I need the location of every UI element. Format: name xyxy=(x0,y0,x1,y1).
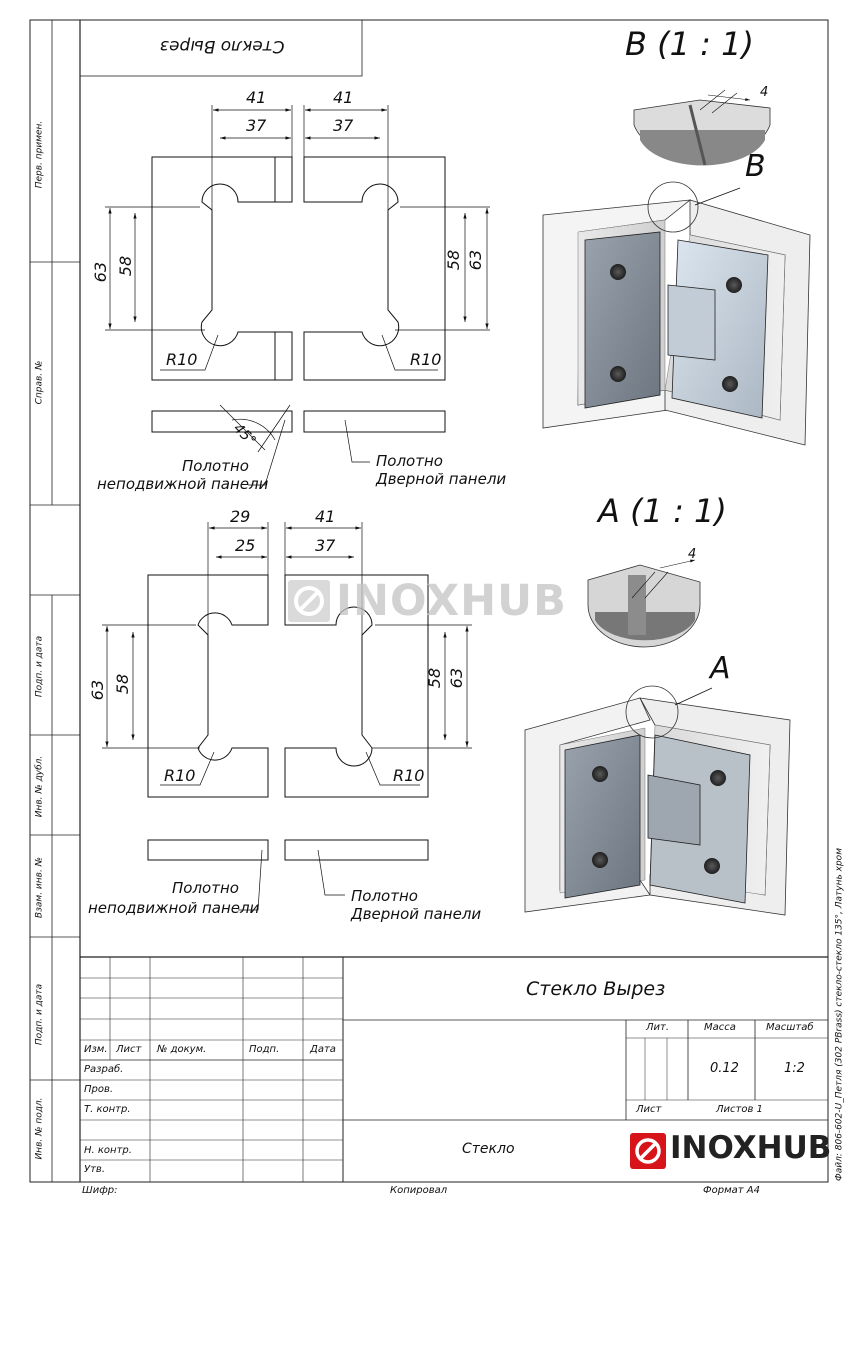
doc-title: Стекло Вырез xyxy=(526,978,666,1000)
label-bottom-fixed-1: Полотно xyxy=(172,879,239,897)
label-bottom-fixed-2: неподвижной панели xyxy=(88,899,260,917)
footer-format: Формат А4 xyxy=(703,1185,760,1196)
sheet-label: Лист xyxy=(636,1104,662,1115)
dim-top-right-r10: R10 xyxy=(410,350,442,369)
hinge-3d-top xyxy=(542,181,811,446)
footer-shifr: Шифр: xyxy=(82,1185,118,1196)
top-flat-drawing xyxy=(151,156,446,433)
view-a-callout: A xyxy=(710,651,731,686)
watermark-logo xyxy=(288,580,330,622)
footer-kopiroval: Копировал xyxy=(390,1185,448,1196)
stamp-podp-data-2: Подп. и дата xyxy=(34,983,45,1046)
dim-bottom-right-37: 37 xyxy=(315,536,336,555)
massa-value: 0.12 xyxy=(710,1061,739,1076)
top-dimension-lines xyxy=(105,105,490,486)
file-note: Файл: 806-602-U_Петля (302 PBrass) стекл… xyxy=(834,848,845,1181)
dim-top-left-41: 41 xyxy=(246,88,267,107)
material: Стекло xyxy=(462,1141,515,1157)
sheets-total: Листов 1 xyxy=(716,1104,763,1115)
dim-top-right-58: 58 xyxy=(444,249,463,271)
title-block-lines xyxy=(80,956,828,1182)
col-masshtab: Масштаб xyxy=(766,1022,814,1033)
dim-top-left-r10: R10 xyxy=(166,350,198,369)
outer-frame xyxy=(29,19,829,1183)
dim-bottom-right-41: 41 xyxy=(315,507,336,526)
watermark-text: INOXHUB xyxy=(336,576,567,626)
row-t-kontr: Т. контр. xyxy=(84,1104,131,1115)
label-bottom-door-1: Полотно xyxy=(351,887,418,905)
detail-a-view xyxy=(587,559,701,648)
col-massa: Масса xyxy=(704,1022,736,1033)
dim-top-right-41: 41 xyxy=(333,88,354,107)
stamp-vzam-inv: Взам. инв. № xyxy=(34,856,45,919)
col-lit: Лит. xyxy=(646,1022,670,1033)
stamp-perv-primen: Перв. примен. xyxy=(34,120,45,189)
bottom-flat-drawing xyxy=(147,574,429,861)
view-b-callout: B xyxy=(745,149,766,184)
dim-bottom-left-63: 63 xyxy=(88,679,107,701)
bottom-dimension-lines xyxy=(102,522,472,911)
dim-bottom-right-63: 63 xyxy=(447,667,466,689)
row-n-kontr: Н. контр. xyxy=(84,1145,132,1156)
dim-bottom-left-r10: R10 xyxy=(164,766,196,785)
label-top-fixed-1: Полотно xyxy=(182,457,249,475)
label-top-door-2: Дверной панели xyxy=(376,470,507,488)
dim-bottom-right-r10: R10 xyxy=(393,766,425,785)
dim-top-left-37: 37 xyxy=(246,116,267,135)
detail-b-view xyxy=(633,89,771,166)
hinge-3d-bottom xyxy=(524,685,791,916)
label-bottom-door-2: Дверной панели xyxy=(351,905,482,923)
stamp-sprav-no: Справ. № xyxy=(34,360,45,405)
dim-bottom-left-29: 29 xyxy=(230,507,251,526)
col-izm: Изм. xyxy=(84,1044,108,1055)
dim-top-left-58: 58 xyxy=(116,255,135,277)
col-data: Дата xyxy=(310,1044,336,1055)
mirror-title: Стекло Вырез xyxy=(160,36,285,56)
dim-top-right-63: 63 xyxy=(466,249,485,271)
row-razrab: Разраб. xyxy=(84,1064,124,1075)
label-top-door-1: Полотно xyxy=(376,452,443,470)
scale-value: 1:2 xyxy=(784,1061,805,1076)
col-list: Лист xyxy=(116,1044,142,1055)
dim-top-left-63: 63 xyxy=(91,261,110,283)
label-top-fixed-2: неподвижной панели xyxy=(97,475,269,493)
view-a-gap: 4 xyxy=(688,547,697,562)
col-dokum: № докум. xyxy=(157,1044,207,1055)
stamp-inv-podl: Инв. № подл. xyxy=(34,1097,45,1160)
row-utv: Утв. xyxy=(84,1164,105,1175)
dim-bottom-right-58: 58 xyxy=(425,667,444,689)
company-logo xyxy=(630,1133,666,1169)
company-name: INOXHUB xyxy=(670,1130,832,1166)
dim-bottom-left-58: 58 xyxy=(113,673,132,695)
view-b-title: B (1 : 1) xyxy=(625,25,754,63)
stamp-podp-data-1: Подп. и дата xyxy=(34,635,45,698)
view-b-gap: 4 xyxy=(760,85,769,100)
dim-bottom-left-25: 25 xyxy=(235,536,256,555)
view-a-title: A (1 : 1) xyxy=(598,492,727,530)
mirror-title-box xyxy=(79,19,363,77)
dim-top-right-37: 37 xyxy=(333,116,354,135)
stamp-inv-dubl: Инв. № дубл. xyxy=(34,755,45,818)
row-prov: Пров. xyxy=(84,1084,114,1095)
drawing-sheet xyxy=(29,19,829,1183)
col-podp: Подп. xyxy=(249,1044,280,1055)
